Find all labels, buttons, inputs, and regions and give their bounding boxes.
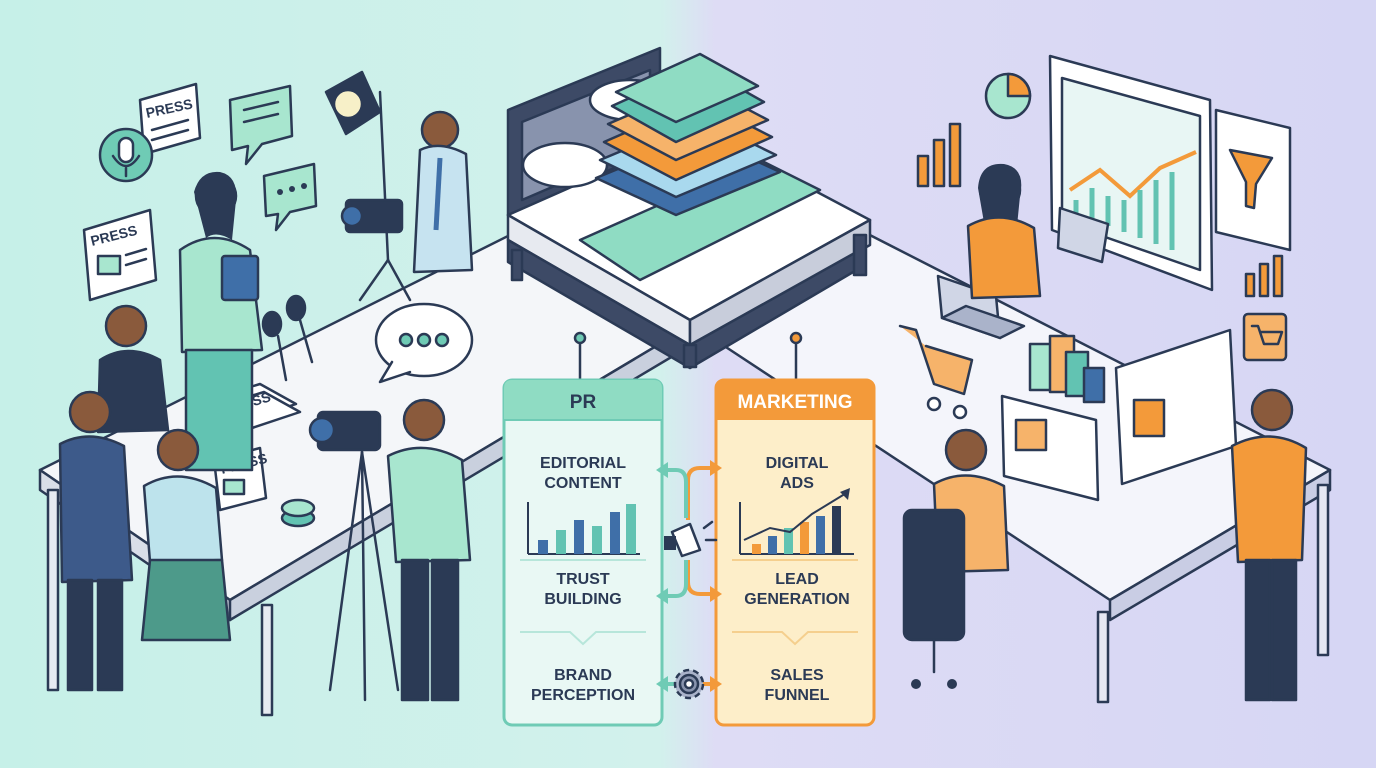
marketing-item-digital-ads-line2: ADS (780, 475, 814, 492)
exchange-arrows (656, 460, 722, 692)
bed (506, 46, 872, 370)
marketing-panel-header: MARKETING (737, 392, 852, 413)
chat-bubble-icon (374, 302, 474, 384)
coaster-stack (280, 498, 316, 528)
video-camera-icon (340, 198, 404, 234)
press-newspaper-icon: PRESS (82, 208, 158, 302)
press-newspaper-icon: PRESS (138, 82, 202, 156)
video-camera-icon (308, 410, 400, 702)
panel-hangers (573, 331, 803, 382)
marketing-item-sales-funnel-line2: FUNNEL (765, 687, 830, 704)
marketing-panel: MARKETING DIGITAL ADS LEAD GENERATION SA… (714, 378, 876, 727)
ecommerce-monitor (1000, 394, 1100, 502)
pie-chart-icon (984, 72, 1032, 120)
funnel-icon (1214, 108, 1292, 252)
pr-panel: PR EDITORIAL CONTENT TRUST BUILDING BRAN… (502, 378, 664, 727)
woman-in-navy-suit (58, 390, 134, 692)
pr-panel-header: PR (570, 392, 597, 413)
chat-bubble-icon (262, 162, 318, 232)
pr-item-editorial-content-line1: EDITORIAL (540, 455, 626, 472)
pr-item-editorial-content-line2: CONTENT (544, 475, 622, 492)
man-in-suit (96, 304, 170, 434)
blocks-stack (1028, 334, 1106, 404)
megaphone-icon (664, 520, 718, 558)
camera-operator-top (412, 110, 474, 274)
marketing-item-lead-generation-line1: LEAD (775, 571, 819, 588)
gear-icon (673, 668, 705, 700)
chat-bubble-icon (228, 84, 294, 166)
spotlight-icon (324, 70, 412, 302)
woman-at-desk (902, 428, 1010, 689)
shopping-cart-icon (1242, 312, 1288, 362)
camera-operator-bottom (386, 398, 472, 702)
bar-chart-icon (916, 122, 962, 188)
bar-chart-icon (527, 502, 640, 555)
woman-with-tablet (140, 428, 232, 642)
shopping-cart-icon (898, 324, 974, 420)
pr-item-trust-building-line2: BUILDING (544, 591, 621, 608)
marketing-item-sales-funnel-line1: SALES (770, 667, 824, 684)
microphone-icon (98, 127, 154, 183)
marketing-item-lead-generation-line2: GENERATION (744, 591, 849, 608)
man-at-monitor (1230, 388, 1308, 702)
growth-chart-icon (739, 488, 854, 555)
woman-at-laptop (966, 163, 1110, 300)
pr-item-trust-building-line1: TRUST (556, 571, 610, 588)
pr-item-brand-perception-line2: PERCEPTION (531, 687, 635, 704)
marketing-item-digital-ads-line1: DIGITAL (766, 455, 829, 472)
microphone-icon (261, 294, 314, 382)
blanket-stack (594, 52, 782, 217)
bar-chart-icon (1244, 254, 1284, 298)
pr-item-brand-perception-line1: BRAND (554, 667, 612, 684)
